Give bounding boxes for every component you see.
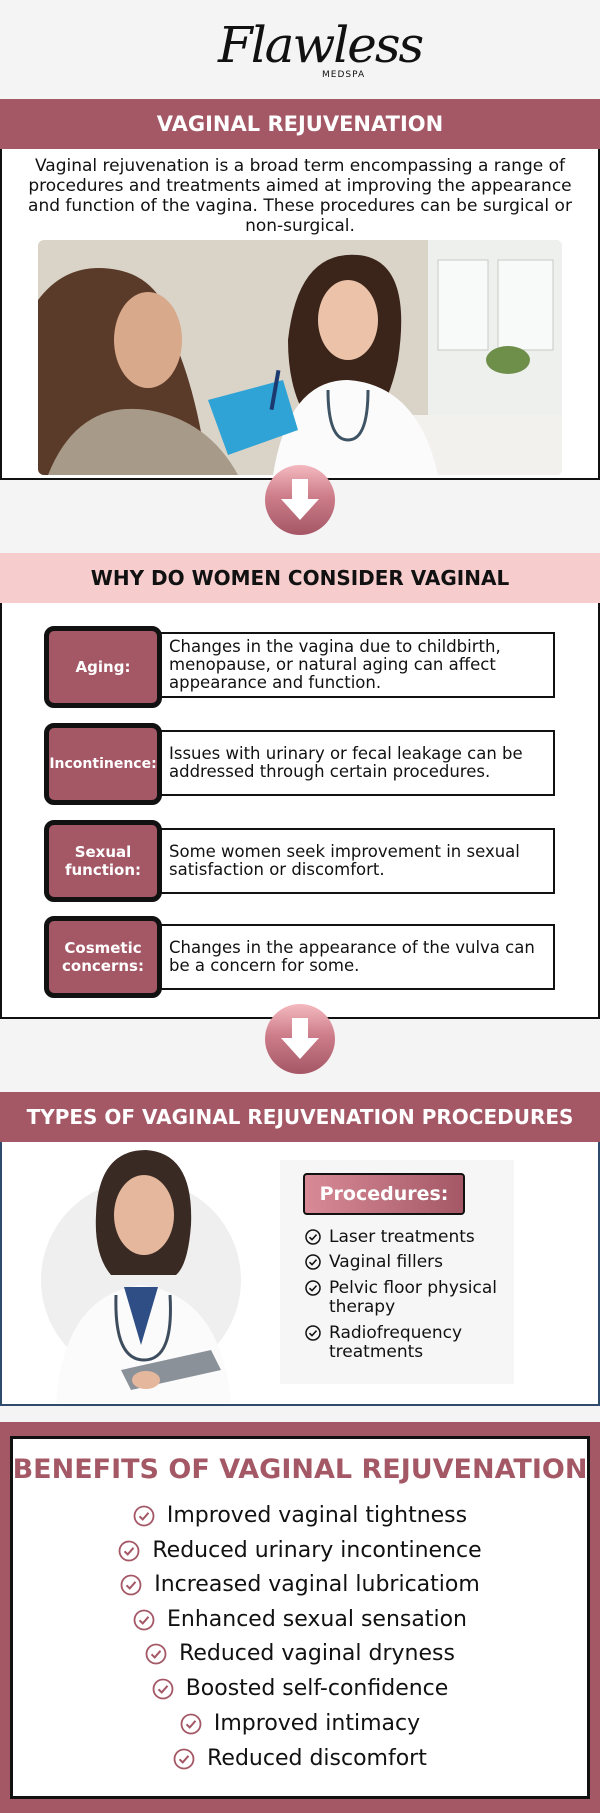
procedure-item: Radiofrequency treatments <box>305 1324 505 1362</box>
logo-script: Flawless <box>218 16 424 74</box>
arrow-down-icon <box>281 479 319 520</box>
check-circle-icon <box>133 1609 155 1630</box>
benefit-item: Improved intimacy <box>0 1711 600 1736</box>
benefit-label: Reduced discomfort <box>207 1746 427 1771</box>
check-circle-icon <box>133 1505 155 1526</box>
arrow-down-icon <box>281 1018 319 1059</box>
intro-text: Vaginal rejuvenation is a broad term enc… <box>28 156 572 236</box>
reason-incontinence-label: Incontinence: <box>44 723 162 805</box>
benefit-item: Improved vaginal tightness <box>0 1503 600 1528</box>
arrow-down-2 <box>265 1004 335 1074</box>
benefit-label: Boosted self-confidence <box>185 1676 449 1701</box>
benefit-label: Improved intimacy <box>213 1711 421 1736</box>
procedure-label: Radiofrequency treatments <box>329 1323 463 1362</box>
arrow-down-1 <box>265 465 335 535</box>
procedure-label: Laser treatments <box>329 1227 475 1247</box>
reason-incontinence-text: Issues with urinary or fecal leakage can… <box>155 730 555 796</box>
procedure-label: Vaginal fillers <box>329 1252 444 1272</box>
reason-sexual-function-text: Some women seek improvement in sexual sa… <box>155 828 555 894</box>
procedure-item: Laser treatments <box>305 1228 505 1247</box>
check-circle-icon <box>305 1229 321 1245</box>
benefit-item: Reduced vaginal dryness <box>0 1641 600 1666</box>
intro-title: VAGINAL REJUVENATION <box>0 99 600 149</box>
check-circle-icon <box>305 1254 321 1270</box>
benefit-label: Increased vaginal lubricatiom <box>154 1572 480 1597</box>
consultation-photo <box>38 240 562 475</box>
doctor-photo <box>36 1145 246 1403</box>
why-title: WHY DO WOMEN CONSIDER VAGINAL REJUVENATI… <box>0 553 600 640</box>
reason-aging-text: Changes in the vagina due to childbirth,… <box>155 632 555 698</box>
benefits-panel <box>10 1436 590 1799</box>
reason-cosmetic-label: Cosmetic concerns: <box>44 916 162 998</box>
procedures-header: Procedures: <box>303 1173 465 1215</box>
logo-subtitle: MEDSPA <box>322 70 366 80</box>
types-title: TYPES OF VAGINAL REJUVENATION PROCEDURES <box>0 1092 600 1142</box>
procedure-item: Pelvic floor physical therapy <box>305 1279 505 1317</box>
benefit-label: Improved vaginal tightness <box>166 1503 468 1528</box>
reason-cosmetic-text: Changes in the appearance of the vulva c… <box>155 924 555 990</box>
reason-sexual-function-label: Sexual function: <box>44 820 162 902</box>
benefits-title: BENEFITS OF VAGINAL REJUVENATION <box>12 1454 588 1485</box>
benefit-item: Enhanced sexual sensation <box>0 1607 600 1632</box>
benefit-label: Reduced vaginal dryness <box>179 1641 455 1666</box>
benefit-item: Reduced urinary incontinence <box>0 1538 600 1563</box>
procedure-label: Pelvic floor physical therapy <box>329 1278 497 1317</box>
check-circle-icon <box>152 1678 174 1699</box>
reason-aging-label: Aging: <box>44 626 162 708</box>
check-circle-icon <box>173 1748 195 1769</box>
procedure-item: Vaginal fillers <box>305 1253 505 1272</box>
check-circle-icon <box>305 1325 321 1341</box>
check-circle-icon <box>305 1280 321 1296</box>
benefit-item: Increased vaginal lubricatiom <box>0 1572 600 1597</box>
check-circle-icon <box>145 1643 167 1664</box>
benefit-item: Reduced discomfort <box>0 1746 600 1771</box>
check-circle-icon <box>180 1713 202 1734</box>
brand-logo: Flawless MEDSPA <box>200 8 424 96</box>
benefit-item: Boosted self-confidence <box>0 1676 600 1701</box>
benefit-label: Reduced urinary incontinence <box>152 1538 482 1563</box>
check-circle-icon <box>118 1540 140 1561</box>
benefit-label: Enhanced sexual sensation <box>167 1607 467 1632</box>
check-circle-icon <box>120 1574 142 1595</box>
